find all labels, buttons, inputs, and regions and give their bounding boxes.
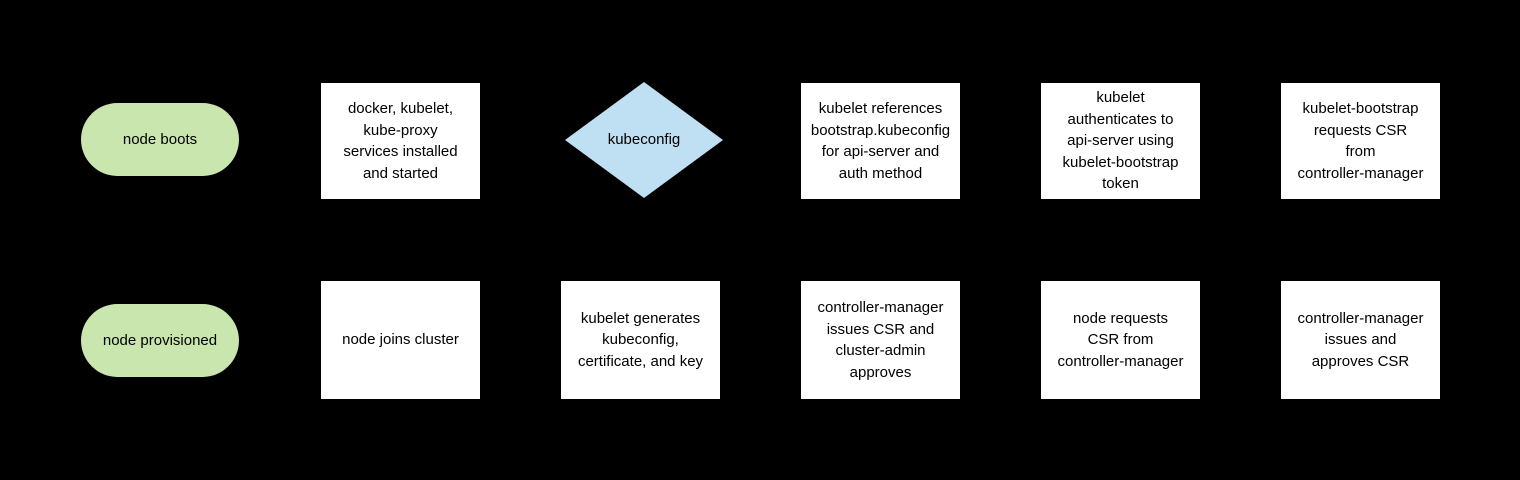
- flowchart-node-controller-manager-issues-approves[interactable]: controller-manager issues and approves C…: [1281, 281, 1440, 399]
- flowchart-node-label: docker, kubelet, kube-proxy services ins…: [343, 100, 458, 182]
- flowchart-node-kubelet-authenticates[interactable]: kubelet authenticates to api-server usin…: [1041, 83, 1200, 199]
- flowchart-node-label: node joins cluster: [342, 331, 459, 349]
- flowchart-node-node-requests-csr[interactable]: node requests CSR from controller-manage…: [1041, 281, 1200, 399]
- flowchart-node-label: node boots: [122, 130, 198, 148]
- flowchart-node-label: kubelet generates kubeconfig, certificat…: [577, 309, 704, 370]
- flowchart-node-node-joins-cluster[interactable]: node joins cluster: [321, 281, 480, 399]
- flowchart-node-label: controller-manager issues CSR and cluste…: [817, 299, 944, 381]
- flowchart-node-label: kubelet references bootstrap.kubeconfig …: [810, 100, 951, 182]
- flowchart-node-kubelet-generates-kubeconfig[interactable]: kubelet generates kubeconfig, certificat…: [561, 281, 720, 399]
- flowchart-node-label: controller-manager issues and approves C…: [1297, 309, 1424, 370]
- flowchart-node-kubeconfig-decision[interactable]: kubeconfig: [565, 82, 723, 198]
- flowchart-node-label: kubeconfig: [607, 131, 681, 149]
- decision-diamond-icon: [565, 82, 723, 198]
- flowchart-node-node-boots[interactable]: node boots: [81, 103, 239, 176]
- flowchart-node-label: node requests CSR from controller-manage…: [1057, 309, 1184, 370]
- flowchart-node-services-installed[interactable]: docker, kubelet, kube-proxy services ins…: [321, 83, 480, 199]
- flowchart-node-kubelet-bootstrap-requests-csr[interactable]: kubelet-bootstrap requests CSR from cont…: [1281, 83, 1440, 199]
- flowchart-node-label: kubelet authenticates to api-server usin…: [1062, 89, 1179, 193]
- flowchart-node-label: node provisioned: [102, 331, 218, 349]
- flowchart-node-label: kubelet-bootstrap requests CSR from cont…: [1297, 100, 1424, 182]
- flowchart-node-controller-manager-issues-csr[interactable]: controller-manager issues CSR and cluste…: [801, 281, 960, 399]
- flowchart-node-kubelet-references-bootstrap[interactable]: kubelet references bootstrap.kubeconfig …: [801, 83, 960, 199]
- flowchart-node-node-provisioned[interactable]: node provisioned: [81, 304, 239, 377]
